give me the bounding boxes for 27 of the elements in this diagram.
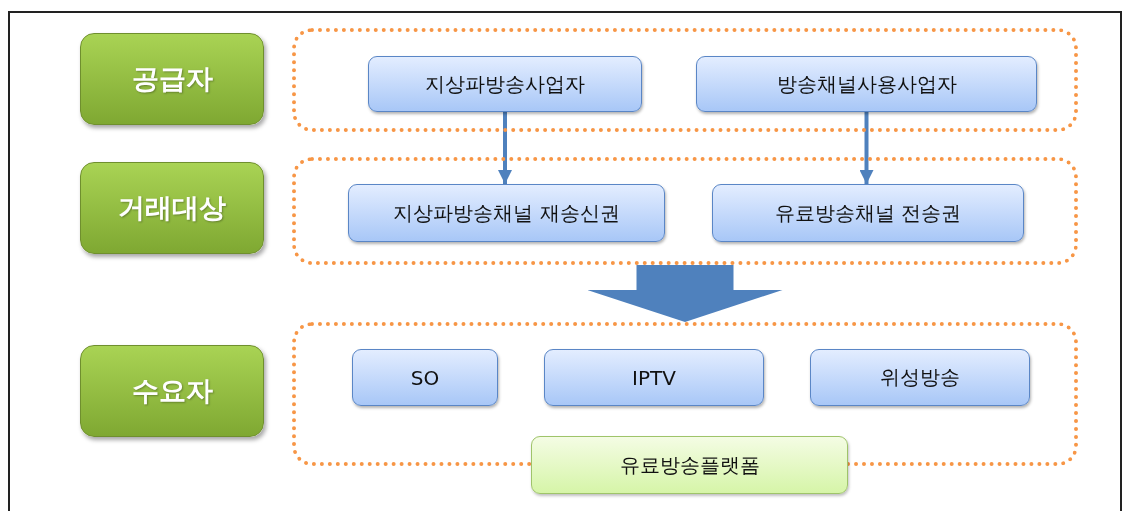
- entity-label: IPTV: [632, 365, 676, 390]
- category-box: [80, 33, 264, 125]
- entity-box: [810, 349, 1030, 406]
- entity-box: [352, 349, 498, 406]
- entity-box: [544, 349, 764, 406]
- category-label: 공급자: [131, 62, 213, 96]
- dotted-group-border: [292, 157, 1078, 265]
- platform-box: [531, 436, 848, 494]
- block-arrow: [587, 265, 783, 322]
- entity-label: 위성방송: [880, 364, 960, 391]
- entity-box: [368, 56, 642, 112]
- entity-label: 지상파방송사업자: [425, 70, 585, 98]
- entity-box: [348, 184, 665, 242]
- category-label: 거래대상: [118, 191, 226, 225]
- arrow: [859, 112, 874, 184]
- entity-label: 방송채널사용사업자: [776, 70, 957, 98]
- category-box: [80, 345, 264, 437]
- entity-box: [696, 56, 1037, 112]
- dotted-group-border: [292, 28, 1078, 132]
- category-label: 수요자: [131, 374, 213, 408]
- platform-label: 유료방송플랫폼: [619, 451, 760, 479]
- entity-label: SO: [410, 365, 440, 390]
- entity-label: 유료방송채널 전송권: [774, 199, 962, 227]
- arrow: [498, 112, 512, 184]
- entity-box: [712, 184, 1024, 242]
- category-box: [80, 162, 264, 254]
- entity-label: 지상파방송채널 재송신권: [393, 199, 620, 227]
